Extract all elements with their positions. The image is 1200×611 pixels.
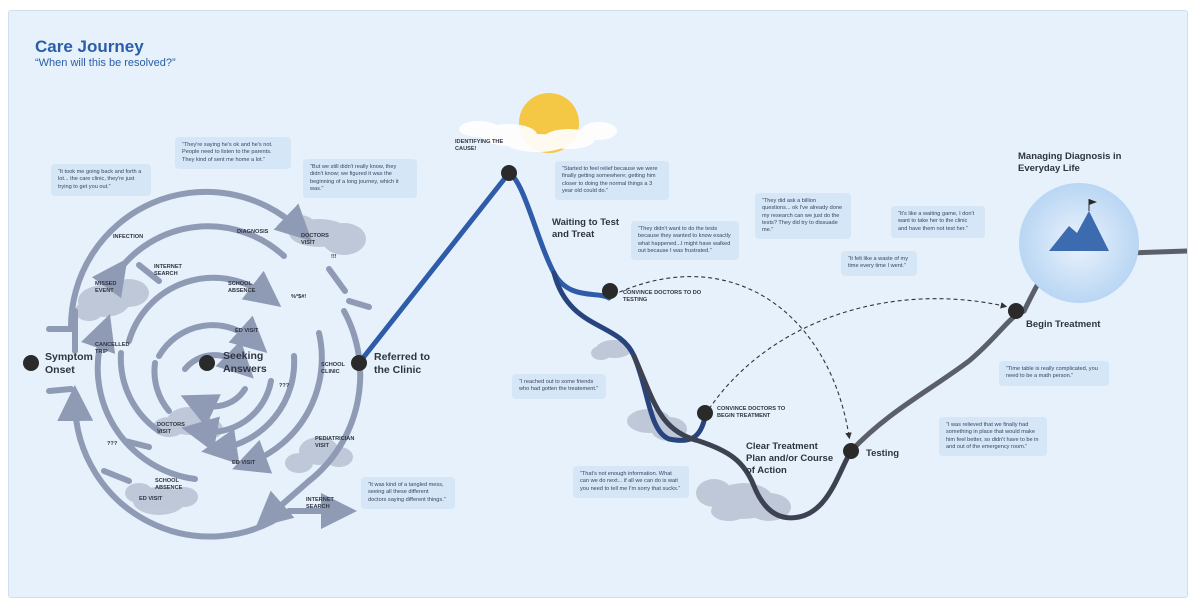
journey-diagram xyxy=(23,93,1187,540)
maze-diagnosis: DIAGNOSIS xyxy=(237,229,269,235)
node-begin-treatment xyxy=(1008,303,1024,319)
mountain-icon xyxy=(1049,211,1109,251)
maze-school-absence-bottom: SCHOOL ABSENCE xyxy=(155,478,183,491)
stage-clear-plan: Clear Treatment Plan and/or Course of Ac… xyxy=(746,441,834,476)
maze-ed-visit-inner: ED VISIT xyxy=(235,328,259,334)
quote-billion-questions: “They did ask a billion questions... ok … xyxy=(755,193,851,240)
maze-cancelled-trip: CANCELLED TRIP xyxy=(95,342,130,355)
quote-back-and-forth: “It took me going back and forth a lot..… xyxy=(51,164,151,196)
stage-testing: Testing xyxy=(866,448,900,459)
maze-question-right: ??? xyxy=(279,383,290,389)
maze-exclaim: !!! xyxy=(331,254,337,260)
stage-waiting: Waiting to Test and Treat xyxy=(552,217,620,240)
stage-identifying: IDENTIFYING THE CAUSE! xyxy=(455,139,504,152)
maze-school-clinic: SCHOOL CLINIC xyxy=(321,362,345,375)
stage-seeking-answers: Seeking Answers xyxy=(223,350,267,375)
stage-begin-treatment: Begin Treatment xyxy=(1026,319,1101,330)
maze-symbols: %*$#! xyxy=(291,294,307,300)
quote-not-enough-info: “That's not enough information. What can… xyxy=(573,466,689,498)
quote-relief: “Started to feel relief because we were … xyxy=(555,161,669,201)
maze-pediatrician-visit: PEDIATRICIAN VISIT xyxy=(315,436,355,449)
node-convince-treatment xyxy=(697,405,713,421)
dashed-arc-treatment xyxy=(708,298,1008,410)
quote-not-ok: “They're saying he's ok and he's not. Pe… xyxy=(175,137,291,169)
quote-didnt-want-tests: “They didn't want to do the tests becaus… xyxy=(631,221,739,261)
quote-relieved: “I was relieved that we finally had some… xyxy=(939,417,1047,457)
flag-icon xyxy=(1089,199,1097,205)
page-subtitle: “When will this be resolved?” xyxy=(35,57,176,69)
maze-doctors-visit-top: DOCTORS VISIT xyxy=(301,233,329,246)
quote-waiting-game: “It's like a waiting game, I don't want … xyxy=(891,206,985,238)
node-seeking-answers xyxy=(199,355,215,371)
node-convince-testing xyxy=(602,283,618,299)
page-title: Care Journey xyxy=(35,37,144,56)
stage-convince-testing: CONVINCE DOCTORS TO DO TESTING xyxy=(623,290,702,303)
quote-long-journey: “But we still didn't really know, they d… xyxy=(303,159,417,199)
node-symptom-onset xyxy=(23,355,39,371)
maze-school-absence-inner: SCHOOL ABSENCE xyxy=(228,281,256,294)
maze-missed-event: MISSED EVENT xyxy=(95,281,117,294)
maze-doctors-visit-bottom: DOCTORS VISIT xyxy=(157,422,185,435)
maze-ed-visit-mid: ED VISIT xyxy=(232,460,256,466)
node-testing xyxy=(843,443,859,459)
stage-symptom-onset: Symptom Onset xyxy=(45,351,93,376)
journey-path-valley xyxy=(631,353,854,521)
quote-tangled-mess: “It was kind of a tangled mess, seeing a… xyxy=(361,477,455,509)
node-identifying xyxy=(501,165,517,181)
journey-nodes xyxy=(23,165,1024,459)
journey-path-referred xyxy=(356,170,512,366)
maze-internet-search-top: INTERNET SEARCH xyxy=(154,264,182,277)
maze-infection: INFECTION xyxy=(113,234,144,240)
quote-reached-out: “I reached out to some friends who had g… xyxy=(512,374,606,399)
care-journey-canvas: Care Journey “When will this be resolved… xyxy=(8,10,1188,598)
stage-managing: Managing Diagnosis in Everyday Life xyxy=(1018,151,1122,174)
sun-cloud xyxy=(459,121,617,152)
maze-internet-search-bottom: INTERNET SEARCH xyxy=(306,497,334,510)
node-referred xyxy=(351,355,367,371)
maze-ed-visit-bottom: ED VISIT xyxy=(139,496,163,502)
quote-waste-of-time: “It felt like a waste of my time every t… xyxy=(841,251,917,276)
maze-rings xyxy=(46,188,372,540)
stage-referred: Referred to the Clinic xyxy=(374,351,431,376)
quote-time-table: “Time table is really complicated, you n… xyxy=(999,361,1109,386)
maze-question-left: ??? xyxy=(107,441,118,447)
stage-convince-treatment: CONVINCE DOCTORS TO BEGIN TREATMENT xyxy=(717,406,786,419)
